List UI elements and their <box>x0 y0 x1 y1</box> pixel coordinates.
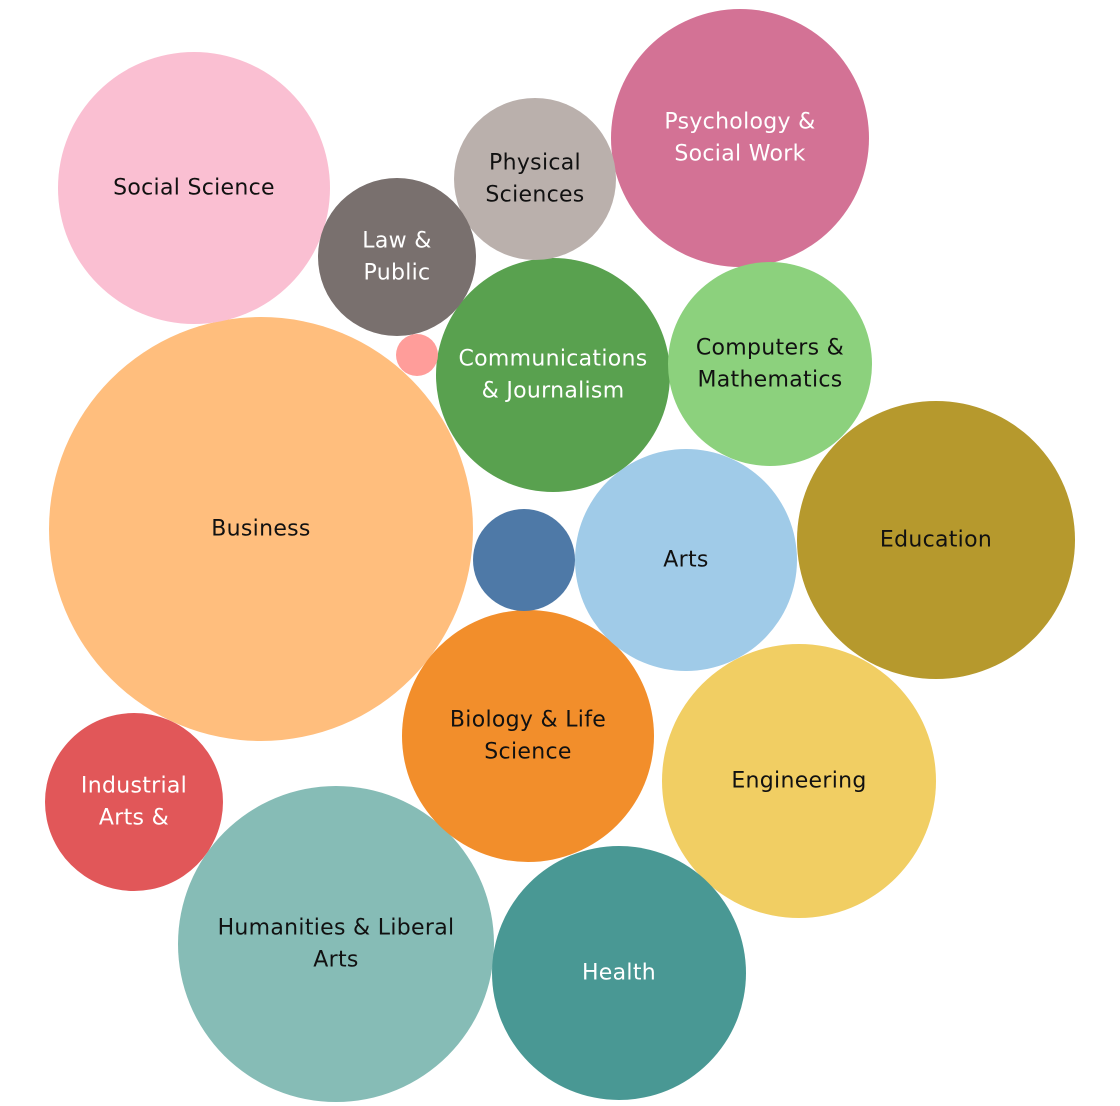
bubble-label-law-and-public: Law & <box>362 229 431 254</box>
bubble-unlabeled[interactable] <box>396 334 438 376</box>
bubble-circle-education[interactable] <box>797 401 1075 679</box>
bubble-label-social-science: Social Science <box>113 176 275 201</box>
bubble-circle-arts[interactable] <box>575 449 797 671</box>
bubble-label-computers-and-mathematics: Mathematics <box>697 368 842 393</box>
bubble-label-physical-sciences: Physical <box>489 151 581 176</box>
bubble-engineering[interactable]: Engineering <box>662 644 936 918</box>
bubble-circle-psychology-and-social-work[interactable] <box>611 9 869 267</box>
bubble-circle-unlabeled[interactable] <box>473 509 575 611</box>
bubble-circle-humanities-and-liberal-arts[interactable] <box>178 786 494 1102</box>
bubble-education[interactable]: Education <box>797 401 1075 679</box>
bubble-circle-business[interactable] <box>49 317 473 741</box>
bubble-label-engineering: Engineering <box>731 769 866 794</box>
bubble-communications-and-journalism[interactable]: Communications & Journalism <box>436 258 670 492</box>
bubble-circle-biology-and-life-science[interactable] <box>402 610 654 862</box>
bubble-label-biology-and-life-science: Science <box>484 740 571 765</box>
bubble-label-business: Business <box>211 517 310 542</box>
bubble-circle-communications-and-journalism[interactable] <box>436 258 670 492</box>
bubble-label-biology-and-life-science: Biology & Life <box>450 708 606 733</box>
bubble-health[interactable]: Health <box>492 846 746 1100</box>
bubble-circle-law-and-public[interactable] <box>318 178 476 336</box>
bubble-label-humanities-and-liberal-arts: Humanities & Liberal <box>218 916 455 941</box>
bubble-label-education: Education <box>880 528 992 553</box>
bubble-circle-social-science[interactable] <box>58 52 330 324</box>
bubble-label-industrial-arts-and: Industrial <box>81 774 187 799</box>
bubble-label-law-and-public: Public <box>364 261 431 286</box>
bubble-label-computers-and-mathematics: Computers & <box>696 336 844 361</box>
bubble-circle-industrial-arts-and[interactable] <box>45 713 223 891</box>
bubble-label-psychology-and-social-work: Psychology & <box>664 110 815 135</box>
bubble-label-health: Health <box>582 961 656 986</box>
bubble-arts[interactable]: Arts <box>575 449 797 671</box>
bubble-circle-health[interactable] <box>492 846 746 1100</box>
bubble-circle-engineering[interactable] <box>662 644 936 918</box>
bubble-psychology-and-social-work[interactable]: Psychology & Social Work <box>611 9 869 267</box>
bubble-social-science[interactable]: Social Science <box>58 52 330 324</box>
bubble-label-arts: Arts <box>663 548 708 573</box>
bubble-label-communications-and-journalism: Communications <box>458 347 647 372</box>
bubble-circle-computers-and-mathematics[interactable] <box>668 262 872 466</box>
bubble-label-communications-and-journalism: & Journalism <box>482 379 625 404</box>
bubble-law-and-public[interactable]: Law & Public <box>318 178 476 336</box>
bubble-business[interactable]: Business <box>49 317 473 741</box>
bubble-label-physical-sciences: Sciences <box>485 183 584 208</box>
bubble-circle-physical-sciences[interactable] <box>454 98 616 260</box>
bubble-label-humanities-and-liberal-arts: Arts <box>313 948 358 973</box>
bubble-label-industrial-arts-and: Arts & <box>99 806 169 831</box>
bubble-computers-and-mathematics[interactable]: Computers & Mathematics <box>668 262 872 466</box>
bubble-circle-unlabeled[interactable] <box>396 334 438 376</box>
bubble-unlabeled[interactable] <box>473 509 575 611</box>
bubble-label-psychology-and-social-work: Social Work <box>674 142 805 167</box>
